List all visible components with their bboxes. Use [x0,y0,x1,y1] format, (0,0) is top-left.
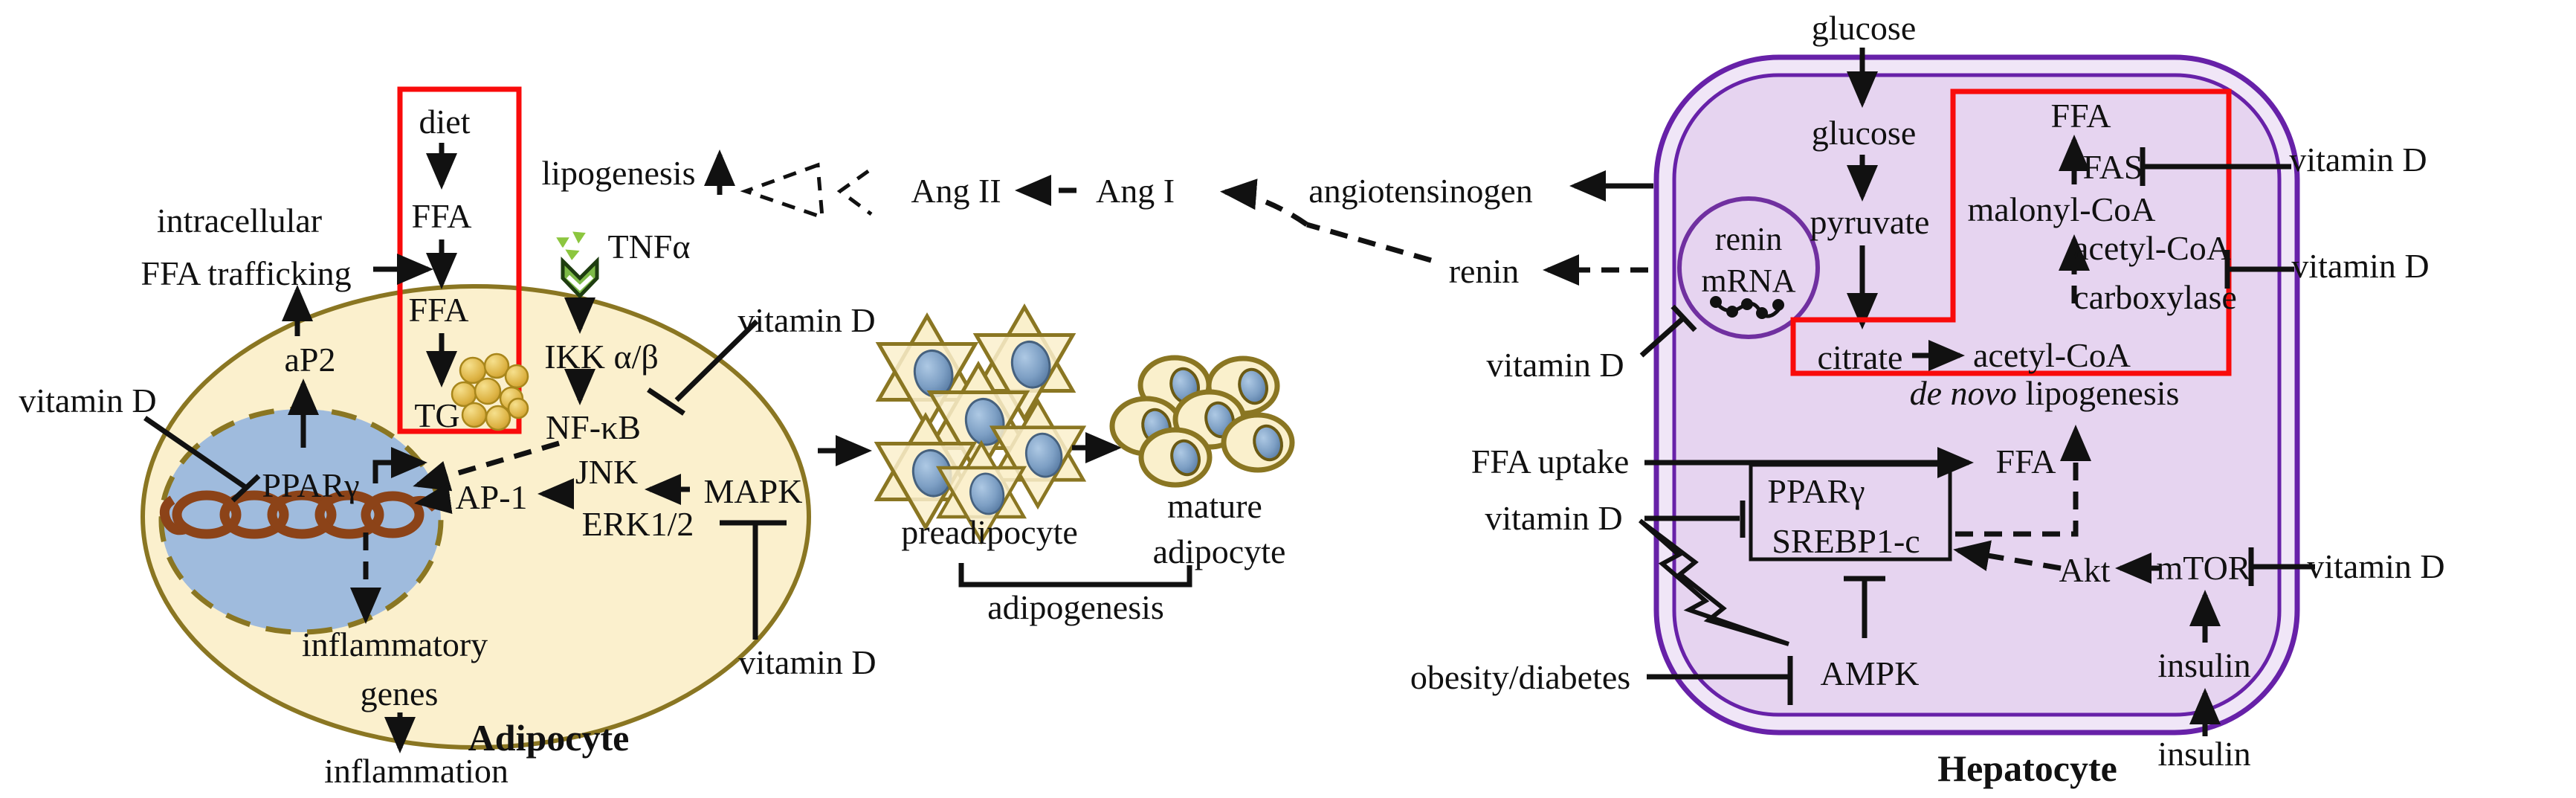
insulin-outside-label: insulin [2157,735,2250,773]
pparg-hepatocyte-label: PPARγ [1767,472,1865,510]
preadipocyte-cells-icon [877,307,1083,541]
de-novo-lipogenesis-label: de novo lipogenesis [1910,374,2180,412]
inhibit-vitd-nfkb-line [674,319,759,402]
ampk-label: AMPK [1821,654,1920,692]
citrate-label: citrate [1818,338,1903,376]
ffa-uptake-label: FFA uptake [1471,443,1630,480]
arrow-pparg-elbow [372,447,427,483]
malonyl-coa-label: malonyl-CoA [1968,190,2156,228]
vitamin-d-srebp-label: vitamin D [1485,499,1622,537]
inhibit-vitd-nfkb-bar [647,387,685,416]
inhibit-vitd-pparg-bar [230,474,261,503]
inflammatory-label: inflammatory [302,625,488,663]
vitamin-d-bottom-label: vitamin D [738,643,876,681]
akt-label: Akt [2059,551,2111,589]
obesity-diabetes-label: obesity/diabetes [1410,658,1630,696]
dashed-srebp-to-denovo [1955,425,2091,537]
open-dashed-arrow-ang2-lipogenesis [740,162,824,220]
preadipocyte-label: preadipocyte [901,513,1078,551]
ffa-redbox-label: FFA [2051,97,2111,135]
genes-label: genes [361,675,439,712]
ap2-label: aP2 [285,341,336,379]
vitamin-d-top-label: vitamin D [737,301,875,339]
jnk-label: JNK [575,453,638,491]
tnfa-ligand-icon [552,229,599,299]
dashed-renin-to-ang1 [1306,222,1432,263]
acetylcoa-upper-label: acetyl-CoA [2073,229,2231,267]
de-novo-italic: de novo [1910,374,2017,412]
mtor-label: mTOR [2157,549,2251,587]
mapk-label: MAPK [704,472,803,510]
renin-mrna-line2: mRNA [1701,263,1795,299]
pparg-label: PPARγ [262,466,359,504]
erk-label: ERK1/2 [582,505,694,543]
vitamin-d-renin-label: vitamin D [1486,346,1624,384]
adipogenesis-label: adipogenesis [987,588,1164,626]
inhibit-vitd-renin-line [1639,316,1685,358]
mature-adipocyte-cells-icon [1112,358,1292,485]
dashed-nfkb-to-dna [413,440,560,492]
lipogenesis-label: lipogenesis [542,154,696,192]
carboxylase-label: carboxylase [2073,278,2237,316]
adipocyte-cell-label: Adipocyte [468,717,630,759]
insulin-inside-label: insulin [2157,646,2250,684]
adipogenesis-bracket [958,563,1192,588]
diet-label: diet [419,103,471,141]
glucose-outside-label: glucose [1812,9,1917,47]
hepatocyte-cell-label: Hepatocyte [1937,747,2117,789]
vitamin-d-carboxylase-label: vitamin D [2291,247,2429,285]
ap1-label: AP-1 [455,478,527,516]
nfkb-label: NF-κB [546,408,641,446]
dashed-akt-to-srebp [1953,540,2062,571]
fas-label: FAS [2083,148,2143,186]
vitamin-d-mtor-label: vitamin D [2307,547,2444,585]
lipogenesis-rest: lipogenesis [2017,374,2179,412]
inflammation-label: inflammation [324,752,509,790]
ffa-inside-label: FFA [409,291,469,329]
inhibit-vitd-pparg-line [143,416,247,489]
ang1-label: Ang I [1096,172,1175,210]
angiotensinogen-label: angiotensinogen [1308,172,1533,210]
ang2-label: Ang II [911,172,1001,210]
mature-label: mature [1167,487,1262,525]
pparg-srebp-box [1749,463,1952,562]
pyruvate-label: pyruvate [1810,203,1930,241]
vitamin-d-left-label: vitamin D [19,382,156,419]
renin-mrna-line1: renin [1715,221,1782,257]
inhibit-vitd-renin-bar [1670,304,1697,332]
acetylcoa-lower-label: acetyl-CoA [1973,336,2131,374]
tg-label: TG [414,396,459,434]
mrna-beads-icon [1710,296,1784,319]
open-dashed-arrow-tail [836,169,873,216]
dashed-ap1-to-dna [414,483,453,515]
ffa-outside-label: FFA [412,197,472,235]
ffa-hepatocyte-label: FFA [1996,443,2056,480]
vitamin-d-fas-label: vitamin D [2289,141,2427,178]
renin-label: renin [1449,252,1520,290]
denovo-red-box [1790,89,2232,376]
ffa-trafficking-label: FFA trafficking [141,254,351,292]
lightning-bolt-icon [1639,518,1789,646]
mature-adipocyte-label: adipocyte [1153,532,1286,570]
ikk-label: IKK α/β [544,338,659,376]
intracellular-label: intracellular [157,202,322,239]
srebp1c-label: SREBP1-c [1772,522,1920,560]
glucose-inside-label: glucose [1812,114,1917,152]
tnfa-label: TNFα [607,228,690,266]
lipid-droplets-icon [451,353,529,431]
dashed-angiotensinogen-to-ang1 [1220,178,1308,227]
